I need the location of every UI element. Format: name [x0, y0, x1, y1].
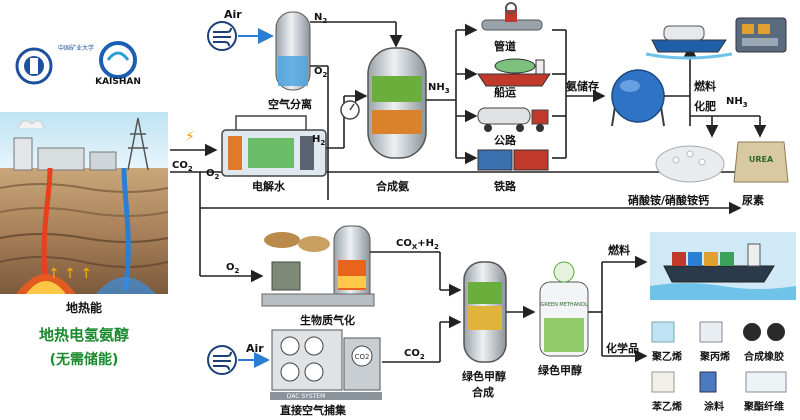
geothermal-headline: 地热电氢氨醇	[39, 326, 129, 344]
geothermal-subline: (无需储能)	[50, 351, 119, 368]
transport-pipeline-label: 管道	[494, 39, 516, 53]
engine-icon	[735, 17, 787, 53]
ammonia-reactor	[340, 47, 427, 159]
urea-label: 尿素	[742, 193, 764, 207]
svg-text:中国矿业大学: 中国矿业大学	[58, 44, 94, 52]
co2-tank-text: CO2	[355, 353, 370, 361]
transport-rail-label: 铁路	[494, 179, 517, 193]
ship-icon	[477, 58, 551, 87]
o2-label-electrolysis: O2	[206, 168, 220, 181]
lightning-icon: ⚡	[185, 129, 195, 145]
methanol-synthesis-label-1: 绿色甲醇	[462, 369, 506, 383]
urea-bag-text: UREA	[749, 155, 774, 164]
kaishan-logo: KAISHAN	[95, 41, 141, 87]
dac-label: 直接空气捕集	[280, 403, 347, 417]
methanol-synthesis-label-2: 合成	[472, 385, 494, 399]
electrolyzer	[221, 115, 327, 177]
university-logo: 中国矿业大学	[15, 44, 94, 85]
air-separation-column	[275, 11, 311, 91]
ammonia-fuel-label: 燃料	[693, 79, 716, 93]
o2-label-biomass: O2	[226, 262, 240, 275]
h2-label: H2	[312, 134, 325, 147]
kaishan-wordmark: KAISHAN	[95, 77, 141, 87]
biomass-label: 生物质气化	[300, 313, 355, 327]
nitrate-label: 硝酸铵/硝酸铵钙	[628, 193, 709, 207]
product-synthetic-rubber: 合成橡胶	[743, 350, 784, 363]
product-polyester-fiber: 聚酯纤维	[743, 400, 784, 413]
ammonia-storage-label: 氨储存	[566, 79, 599, 93]
train-icon	[477, 149, 549, 171]
heat-arrows: ↑ ↑ ↑	[48, 266, 92, 282]
methanol-fuel-label: 燃料	[607, 243, 630, 257]
air-input-icon	[207, 21, 237, 51]
co2-label-dac: CO2	[404, 348, 425, 361]
cox-h2-label: COX+H2	[396, 238, 439, 251]
transport-ship-label: 船运	[494, 85, 516, 99]
product-icons	[651, 321, 787, 393]
fertilizer-label: 化肥	[694, 99, 716, 113]
transport-road-label: 公路	[494, 133, 517, 147]
electrolysis-label: 电解水	[252, 179, 286, 193]
cold-well-pipe	[121, 167, 131, 291]
air-label: Air	[224, 8, 242, 21]
dac-air-label: Air	[246, 342, 264, 355]
n2-label: N2	[314, 12, 327, 25]
truck-icon	[477, 107, 549, 132]
o2-label-top: O2	[314, 66, 328, 79]
air-separation-label: 空气分离	[268, 97, 312, 111]
ammonia-storage-sphere	[611, 69, 665, 127]
methanol-tank-text: GREEN METHANOL	[540, 302, 587, 308]
hot-well-pipe	[41, 167, 53, 291]
chemicals-label: 化学品	[606, 341, 639, 355]
dac-air-input-icon	[207, 345, 237, 375]
product-paint: 涂料	[704, 400, 724, 413]
green-methanol-label: 绿色甲醇	[538, 363, 582, 377]
pipeline-icon	[481, 2, 543, 31]
nh3-label-fertilizer: NH3	[726, 96, 748, 109]
product-polyethylene: 聚乙烯	[651, 350, 682, 363]
co2-label: CO2	[172, 160, 193, 173]
green-methanol-tank: GREEN METHANOL	[539, 261, 589, 357]
methanol-reactor	[463, 261, 507, 363]
ammonia-distribution-lines	[426, 23, 606, 165]
product-polypropylene: 聚丙烯	[699, 350, 730, 363]
ammonia-ship-icon	[645, 25, 733, 60]
nitrate-fertilizer-pile	[655, 145, 725, 183]
product-styrene: 苯乙烯	[651, 400, 682, 413]
container-ship-icon	[650, 232, 796, 300]
geothermal-title: 地热能	[66, 300, 102, 315]
ammonia-synthesis-label: 合成氨	[376, 179, 409, 193]
nh3-label: NH3	[428, 82, 450, 95]
biomass-gasifier	[261, 225, 375, 307]
dac-plate: DAC SYSTEM	[287, 393, 326, 400]
geothermal-scene: ↑ ↑ ↑	[0, 112, 169, 294]
urea-bag-icon: UREA	[733, 141, 789, 183]
dac-unit: CO2 DAC SYSTEM	[270, 329, 382, 400]
